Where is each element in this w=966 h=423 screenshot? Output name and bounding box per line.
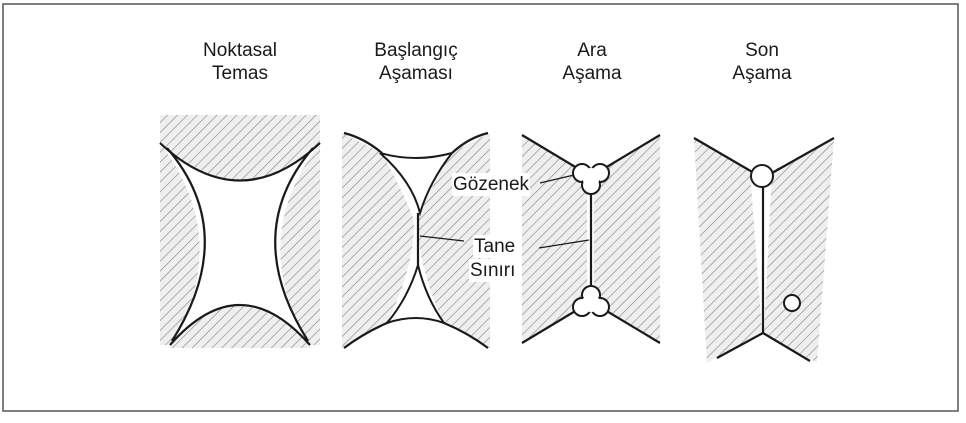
stage-title-line1: Ara [532, 39, 652, 62]
stage-title-line1: Başlangıç [352, 39, 480, 62]
grain-bottom [170, 305, 310, 348]
pore-triple-junction [751, 165, 773, 187]
grain-right [280, 143, 320, 345]
grain-boundary-callout-line1: Tane [473, 235, 516, 258]
stage-title-point-contact: Noktasal Temas [180, 39, 300, 85]
stage-title-line1: Son [702, 39, 822, 62]
stage-title-line1: Noktasal [180, 39, 300, 62]
panel-final-stage [694, 138, 834, 363]
grain-boundary-callout-line2: Sınırı [469, 259, 516, 282]
pore-callout-label: Gözenek [452, 173, 530, 196]
panel-initial-stage [342, 133, 490, 348]
panel-intermediate-stage [522, 135, 660, 343]
panel-point-contact [160, 115, 320, 348]
stage-title-line2: Aşama [702, 62, 822, 85]
stage-title-initial: Başlangıç Aşaması [352, 39, 480, 85]
stage-title-final: Son Aşama [702, 39, 822, 85]
stage-title-line2: Aşaması [352, 62, 480, 85]
figure-frame: Noktasal Temas Başlangıç Aşaması Ara Aşa… [2, 3, 960, 413]
stage-title-intermediate: Ara Aşama [532, 39, 652, 85]
pore-isolated [784, 295, 800, 311]
stage-title-line2: Aşama [532, 62, 652, 85]
grain-left [160, 143, 200, 345]
stage-title-line2: Temas [180, 62, 300, 85]
